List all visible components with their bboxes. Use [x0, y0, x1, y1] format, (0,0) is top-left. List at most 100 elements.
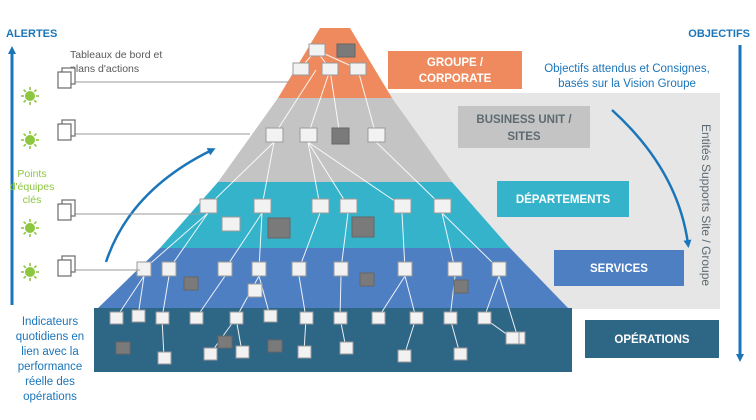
- indicators-line-1: Indicateurs: [22, 316, 79, 328]
- org-box: [336, 43, 356, 58]
- label-box-services: [554, 250, 684, 286]
- connector-line: [404, 275, 417, 319]
- org-box: [447, 261, 463, 277]
- org-box: [109, 311, 124, 325]
- curved-arrow-down-icon: [611, 109, 692, 248]
- document-stack-icon: [57, 199, 76, 221]
- objectives-label: OBJECTIFS: [688, 28, 750, 40]
- curved-arrow-up-icon: [104, 148, 216, 263]
- connector-line: [258, 275, 271, 317]
- org-box: [267, 339, 283, 353]
- org-box: [339, 198, 358, 214]
- org-box: [155, 311, 170, 325]
- org-box: [131, 309, 146, 323]
- org-box: [297, 345, 312, 359]
- objectives-text-line2: basés sur la Vision Groupe: [558, 78, 696, 90]
- connector-line: [161, 275, 170, 319]
- org-box: [308, 43, 326, 57]
- org-box: [183, 276, 199, 291]
- org-box: [299, 311, 314, 325]
- org-box: [115, 341, 131, 355]
- org-box: [443, 311, 458, 325]
- connector-line: [307, 141, 321, 207]
- org-box: [339, 341, 354, 355]
- org-box: [217, 335, 233, 349]
- label-box-business-unit: [458, 106, 590, 148]
- indicators-line-6: opérations: [23, 391, 77, 403]
- connector-line: [224, 212, 263, 270]
- org-box: [333, 311, 348, 325]
- label-box-departements: [497, 181, 629, 217]
- label-bu-line2: SITES: [507, 131, 541, 143]
- lightbulb-icon: [21, 263, 39, 281]
- org-box: [409, 311, 424, 325]
- org-box: [157, 351, 172, 365]
- org-box: [351, 216, 375, 238]
- dashboards-label-line2: plans d'actions: [70, 63, 139, 75]
- org-box: [161, 261, 177, 277]
- connector-line: [307, 141, 349, 207]
- connector-line: [401, 212, 406, 270]
- connector-line: [261, 141, 275, 207]
- support-label: Entités Supports Site / Groupe: [699, 124, 713, 286]
- layer-departements: [160, 182, 510, 248]
- connector-line: [298, 275, 307, 319]
- org-box: [321, 62, 339, 76]
- org-box: [453, 279, 469, 294]
- org-box: [292, 62, 310, 76]
- org-box: [491, 261, 507, 277]
- org-box: [397, 349, 412, 363]
- indicators-line-2: quotidiens en: [16, 331, 84, 343]
- org-box: [433, 198, 452, 214]
- label-departements: DÉPARTEMENTS: [516, 193, 611, 206]
- org-box: [367, 127, 386, 143]
- org-box: [393, 198, 412, 214]
- connector-line: [195, 275, 226, 319]
- org-nodes: [109, 43, 526, 365]
- team-points-line2: d'équipes: [10, 181, 55, 193]
- org-box: [203, 347, 218, 361]
- left-icons: [21, 67, 76, 281]
- indicators-line-4: performance: [18, 361, 83, 373]
- connector-line: [137, 275, 145, 317]
- connector-line: [483, 275, 500, 319]
- org-box: [453, 347, 468, 361]
- org-box: [505, 331, 520, 345]
- org-box: [331, 127, 350, 145]
- dashboards-label-line1: Tableaux de bord et: [70, 49, 162, 61]
- objectives-text-line1: Objectifs attendus et Consignes,: [544, 63, 710, 75]
- connector-line: [329, 69, 341, 137]
- connector-line: [298, 212, 321, 270]
- connector-line: [273, 69, 317, 136]
- org-box: [349, 62, 367, 76]
- org-box: [229, 311, 244, 325]
- connector-line: [307, 141, 403, 207]
- org-box: [371, 311, 386, 325]
- lightbulb-icon: [21, 131, 39, 149]
- org-box: [235, 345, 250, 359]
- org-box: [311, 198, 330, 214]
- org-box: [291, 261, 307, 277]
- org-box: [263, 309, 278, 323]
- indicators-line-3: lien avec la: [21, 346, 79, 358]
- org-box: [217, 261, 233, 277]
- connector-line: [207, 141, 275, 207]
- org-box: [253, 198, 272, 214]
- lightbulb-icon: [21, 87, 39, 105]
- document-stack-icon: [57, 255, 76, 277]
- connector-line: [441, 212, 500, 270]
- org-box: [136, 261, 152, 277]
- connector-line: [143, 212, 209, 270]
- connector-line: [441, 212, 456, 270]
- layer-operations: [94, 308, 572, 372]
- org-box: [359, 272, 375, 287]
- document-stack-icon: [57, 119, 76, 141]
- label-groupe-line1: GROUPE /: [427, 57, 484, 69]
- org-box: [247, 283, 263, 298]
- lightbulb-icon: [21, 219, 39, 237]
- label-operations: OPÉRATIONS: [614, 333, 690, 346]
- document-stack-icon: [57, 67, 76, 89]
- team-points-line3: clés: [23, 194, 42, 206]
- connector-line: [357, 69, 377, 136]
